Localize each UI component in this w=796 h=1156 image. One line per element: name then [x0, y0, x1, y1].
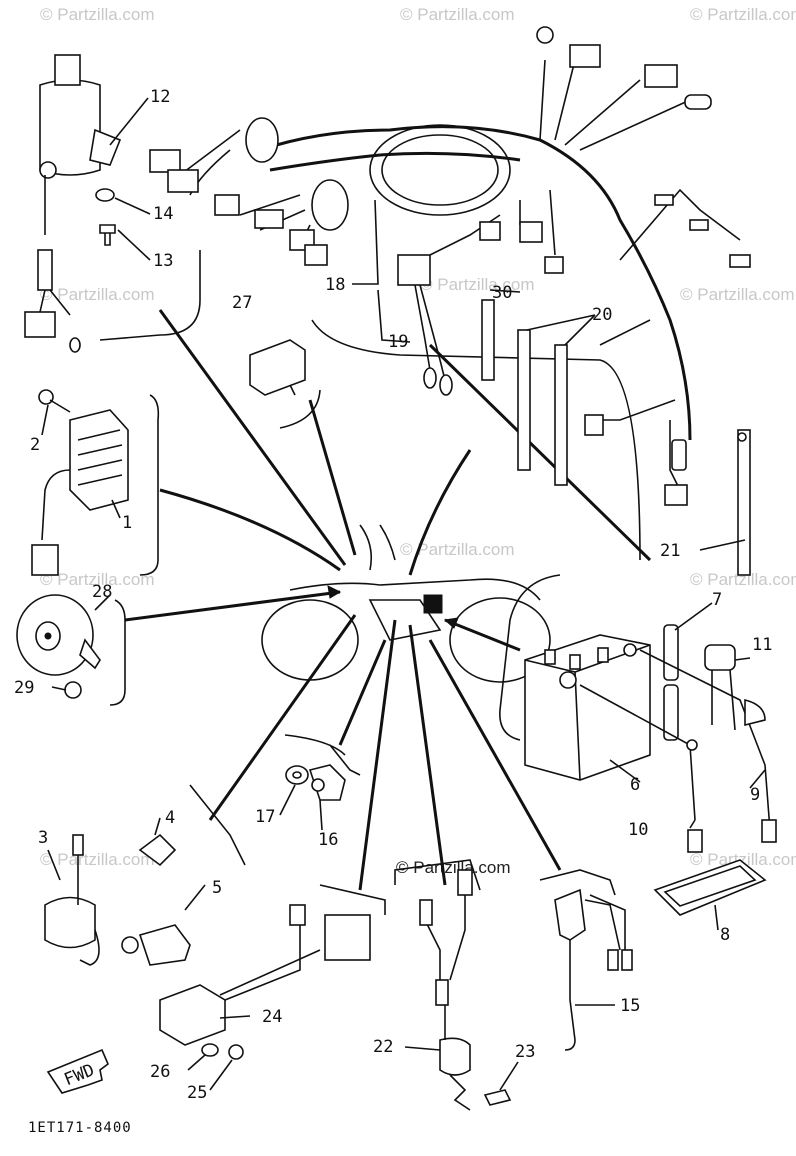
callout-6: 6 [630, 775, 640, 795]
callout-1: 1 [122, 513, 132, 533]
screw-4 [138, 833, 177, 867]
watermark: © Partzilla.com [40, 285, 155, 304]
callout-20: 20 [592, 305, 612, 325]
screw-23 [483, 1089, 512, 1106]
watermark: © Partzilla.com [40, 5, 155, 24]
watermark: © Partzilla.com [396, 858, 511, 877]
tube-7 [663, 624, 679, 741]
bolt-29 [64, 681, 82, 699]
callout-19: 19 [388, 332, 408, 352]
watermark: © Partzilla.com [400, 540, 515, 559]
callout-26: 26 [150, 1062, 170, 1082]
cable-10 [579, 684, 703, 853]
cap-11 [704, 644, 766, 731]
callout-8: 8 [720, 925, 730, 945]
washer-26 [201, 1043, 219, 1057]
callout-27: 27 [232, 293, 252, 313]
motorcycle-silhouette [261, 524, 551, 683]
callouts: 12 14 13 27 18 19 30 20 2 1 21 28 29 7 1… [14, 87, 772, 1103]
callout-7: 7 [712, 590, 722, 610]
screw-13 [99, 224, 116, 246]
callout-25: 25 [187, 1083, 207, 1103]
battery-6 [524, 634, 651, 781]
callout-28: 28 [92, 582, 112, 602]
switch-3 [44, 834, 100, 966]
callout-18: 18 [325, 275, 345, 295]
watermark: © Partzilla.com [680, 285, 795, 304]
callout-21: 21 [660, 541, 680, 561]
flasher-27 [249, 339, 306, 396]
fwd-arrow-icon: FWD [46, 1048, 109, 1094]
callout-4: 4 [165, 808, 175, 828]
watermarks: © Partzilla.com © Partzilla.com © Partzi… [40, 5, 796, 877]
relay-19 [397, 214, 501, 396]
callout-14: 14 [153, 204, 173, 224]
callout-30: 30 [492, 283, 512, 303]
watermark: © Partzilla.com [690, 570, 796, 589]
callout-5: 5 [212, 878, 222, 898]
callout-leaders [41, 97, 766, 1091]
watermark: © Partzilla.com [420, 275, 535, 294]
bolt-25 [228, 1044, 244, 1060]
group-brackets [99, 250, 641, 915]
callout-11: 11 [752, 635, 772, 655]
washer-17 [285, 765, 309, 785]
callout-24: 24 [262, 1007, 282, 1027]
callout-3: 3 [38, 828, 48, 848]
cdi-unit-24 [159, 904, 371, 1046]
callout-29: 29 [14, 678, 34, 698]
cable-ties [481, 299, 751, 576]
callout-23: 23 [515, 1042, 535, 1062]
wire-harness [149, 26, 751, 506]
callout-9: 9 [750, 785, 760, 805]
callout-15: 15 [620, 996, 640, 1016]
callout-13: 13 [153, 251, 173, 271]
horn-28 [16, 594, 101, 676]
watermark: © Partzilla.com [40, 850, 155, 869]
callout-17: 17 [255, 807, 275, 827]
main-switch-12 [24, 54, 122, 353]
callout-16: 16 [318, 830, 338, 850]
washer-14 [95, 188, 115, 202]
rectifier-1 [31, 409, 129, 576]
switch-5 [121, 924, 191, 966]
band-8 [653, 859, 767, 916]
callout-22: 22 [373, 1037, 393, 1057]
callout-12: 12 [150, 87, 170, 107]
switch-16 [308, 764, 346, 801]
watermark: © Partzilla.com [400, 5, 515, 24]
switch-22 [419, 869, 473, 1111]
watermark: © Partzilla.com [690, 850, 796, 869]
bolt-2 [38, 389, 71, 413]
callout-2: 2 [30, 435, 40, 455]
plug-cap-15 [554, 888, 633, 1051]
watermark: © Partzilla.com [40, 570, 155, 589]
watermark: © Partzilla.com [690, 5, 796, 24]
cable-9 [639, 649, 777, 843]
callout-10: 10 [628, 820, 648, 840]
diagram-code: 1ET171-8400 [28, 1120, 132, 1136]
